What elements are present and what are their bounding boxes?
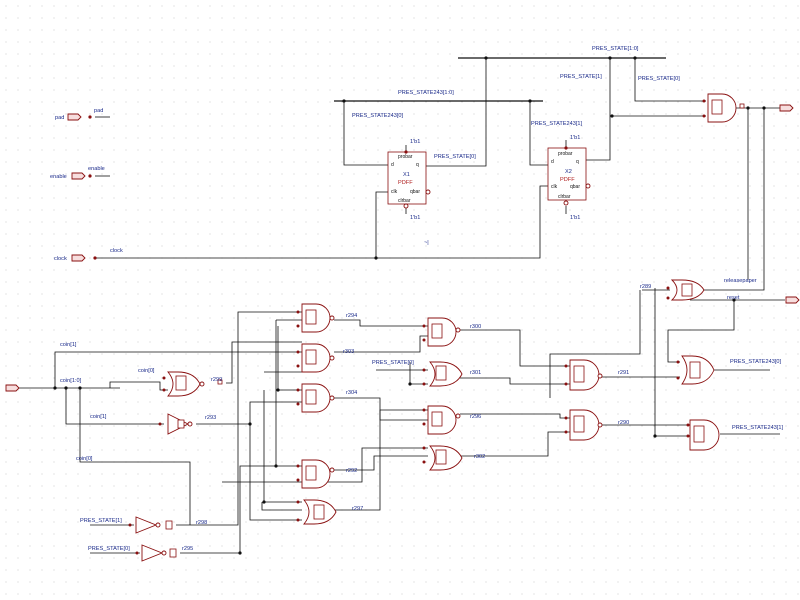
x2-tie-bot: 1'b1 xyxy=(570,215,580,221)
port-out-reset[interactable] xyxy=(785,296,800,304)
and-gate-top[interactable] xyxy=(702,93,745,123)
label-out-243-1: PRES_STATE243[1] xyxy=(732,425,784,431)
flipflop-x1[interactable]: probar d q X1 PDFF clk qbar clrbar 1'b1 … xyxy=(387,139,431,221)
x2-clk: clk xyxy=(551,184,558,190)
or-gate-r289[interactable]: r289 xyxy=(640,279,705,301)
inst-r294: r294 xyxy=(346,313,357,319)
x2-qbar: qbar xyxy=(570,184,580,190)
inst-r303: r303 xyxy=(343,349,354,355)
label-reset: reset xyxy=(727,295,740,301)
label-coin1-mid: coin[1] xyxy=(90,414,107,420)
inst-r290: r290 xyxy=(618,420,629,426)
x2-q: q xyxy=(576,159,579,165)
and-gate-r296[interactable]: r296 xyxy=(422,405,482,435)
inst-r291: r291 xyxy=(618,370,629,376)
port-pad-label: pad xyxy=(55,115,64,121)
or-gate-r302[interactable]: r302 xyxy=(422,445,486,471)
inst-r292: r292 xyxy=(346,468,357,474)
label-pres-state-0-in: PRES_STATE[0] xyxy=(88,546,130,552)
and-gate-r303[interactable]: r303 xyxy=(296,343,355,373)
bottom-net-labels: coin[1] coin[1:0] coin[0] coin[1] coin[0… xyxy=(60,342,414,552)
or-gate-r301[interactable]: r301 xyxy=(422,361,482,387)
inst-r297: r297 xyxy=(352,506,363,512)
port-pad[interactable]: pad pad xyxy=(55,108,103,121)
and-gate-r304[interactable]: r304 xyxy=(296,383,358,413)
junctions xyxy=(53,56,766,555)
x1-clrbar: clrbar xyxy=(398,198,411,204)
port-pad-net: pad xyxy=(94,108,103,114)
label-pres-state-1-in: PRES_STATE[1] xyxy=(80,518,122,524)
top-wires xyxy=(95,58,780,291)
and-gate-r290[interactable]: r290 xyxy=(564,409,630,441)
x1-tie-bot: 1'b1 xyxy=(410,215,420,221)
label-q-x1: PRES_STATE[0] xyxy=(434,154,476,160)
inst-r298: r298 xyxy=(196,520,207,526)
inverter-r293[interactable]: r293 xyxy=(158,413,217,435)
label-pres-state-0: PRES_STATE[0] xyxy=(638,76,680,82)
label-pres-state243-0: PRES_STATE243[0] xyxy=(352,113,404,119)
and-gate-r300[interactable]: r300 xyxy=(422,317,482,347)
or-gate-out-243-0[interactable]: PRES_STATE243[0] xyxy=(676,355,782,385)
label-coin0-a: coin[0] xyxy=(138,368,155,374)
port-enable-net: enable xyxy=(88,166,105,172)
flipflop-x2[interactable]: probar d q X2 PDFF clk qbar clrbar 1'b1 … xyxy=(547,135,591,221)
inst-r296: r296 xyxy=(470,414,481,420)
port-enable[interactable]: enable enable xyxy=(50,166,105,180)
and-gate-r294[interactable]: r294 xyxy=(296,303,358,333)
inverter-r295[interactable]: r295 xyxy=(135,544,194,562)
logic-wires xyxy=(14,288,785,554)
label-coin1-top: coin[1] xyxy=(60,342,77,348)
inverter-r298[interactable]: r298 xyxy=(128,516,208,534)
x2-type: PDFF xyxy=(560,177,575,183)
or-gate-r297[interactable]: r297 xyxy=(296,499,364,525)
label-releasepaper: releasepaper xyxy=(724,278,757,284)
port-coin[interactable] xyxy=(5,384,20,392)
port-enable-label: enable xyxy=(50,174,67,180)
label-pres-state243-bus: PRES_STATE243[1:0] xyxy=(398,90,454,96)
x1-type: PDFF xyxy=(398,180,413,186)
inst-r299: r299 xyxy=(211,377,222,383)
and-gate-r292[interactable]: r292 xyxy=(296,459,358,489)
port-clock-label: clock xyxy=(54,256,67,262)
label-clock-net: clock xyxy=(110,248,123,254)
label-coin-bus: coin[1:0] xyxy=(60,378,82,384)
top-net-labels: PRES_STATE[1:0] PRES_STATE[1] PRES_STATE… xyxy=(110,46,757,301)
bus-lines xyxy=(334,57,666,102)
x1-probar: probar xyxy=(398,154,413,160)
x2-tie-top: 1'b1 xyxy=(570,135,580,141)
and-gate-out-243-1[interactable]: PRES_STATE243[1] xyxy=(686,419,784,451)
label-tick: ~| xyxy=(424,240,429,246)
inst-r293: r293 xyxy=(205,415,216,421)
x1-qbar: qbar xyxy=(410,189,420,195)
x2-probar: probar xyxy=(558,151,573,157)
x1-q: q xyxy=(416,162,419,168)
port-out-top[interactable] xyxy=(779,104,794,112)
inst-r302: r302 xyxy=(474,454,485,460)
x2-d: d xyxy=(551,159,554,165)
label-pres-state-bus: PRES_STATE[1:0] xyxy=(592,46,639,52)
label-pres-state-0-mid: PRES_STATE[0] xyxy=(372,360,414,366)
inst-r295: r295 xyxy=(182,546,193,552)
label-coin0-b: coin[0] xyxy=(76,456,93,462)
label-out-243-0: PRES_STATE243[0] xyxy=(730,359,782,365)
inst-r289: r289 xyxy=(640,284,651,290)
x1-tie-top: 1'b1 xyxy=(410,139,420,145)
or-gate-r299[interactable]: r299 xyxy=(162,371,223,397)
x1-ref: X1 xyxy=(403,172,410,178)
x1-clk: clk xyxy=(391,189,398,195)
inst-r301: r301 xyxy=(470,370,481,376)
x2-ref: X2 xyxy=(565,169,572,175)
inst-r304: r304 xyxy=(346,390,357,396)
x1-d: d xyxy=(391,162,394,168)
x2-clrbar: clrbar xyxy=(558,194,571,200)
label-pres-state-1: PRES_STATE[1] xyxy=(560,74,602,80)
port-clock[interactable]: clock xyxy=(54,254,97,262)
label-pres-state243-1: PRES_STATE243[1] xyxy=(531,121,583,127)
and-gate-r291[interactable]: r291 xyxy=(564,359,630,391)
inst-r300: r300 xyxy=(470,324,481,330)
